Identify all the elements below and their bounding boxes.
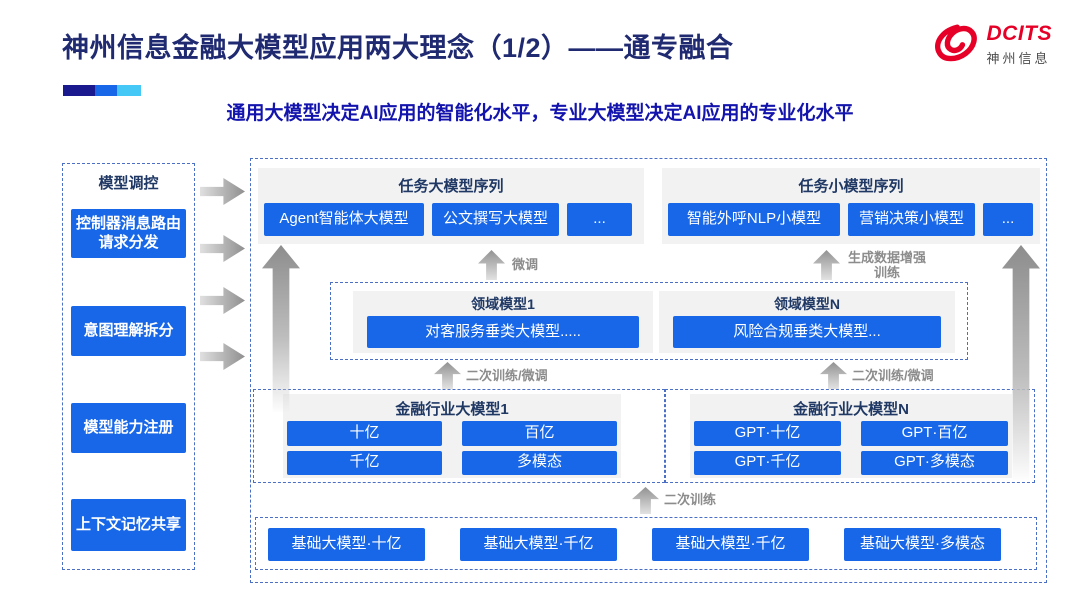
model-chip-1b: 十亿 — [287, 421, 442, 446]
right-arrow-icon — [200, 343, 245, 370]
model-chip-marketing: 营销决策小模型 — [848, 203, 975, 236]
model-chip-agent: Agent智能体大模型 — [264, 203, 424, 236]
sidebar-item-intent: 意图理解拆分 — [71, 306, 186, 356]
label-retrain-right: 二次训练/微调 — [852, 368, 934, 383]
model-chip-risk-compliance: 风险合规垂类大模型... — [673, 316, 941, 348]
task-small-model-group: 任务小模型序列 智能外呼NLP小模型 营销决策小模型 ... — [662, 168, 1040, 244]
task-large-chip-row: Agent智能体大模型 公文撰写大模型 ... — [264, 203, 632, 236]
industry-model-n-panel: 金融行业大模型N GPT·十亿 GPT·百亿 GPT·千亿 GPT·多模态 — [690, 394, 1012, 478]
task-large-model-group: 任务大模型序列 Agent智能体大模型 公文撰写大模型 ... — [258, 168, 644, 244]
accent-segment — [117, 85, 141, 96]
sidebar-item-context: 上下文记忆共享 — [71, 499, 186, 551]
label-gen-augment: 生成数据增强训练 — [847, 250, 926, 280]
right-arrow-icon — [200, 178, 245, 205]
industry-model-n-title: 金融行业大模型N — [793, 401, 909, 418]
slide-subtitle: 通用大模型决定AI应用的智能化水平，专业大模型决定AI应用的专业化水平 — [226, 103, 854, 124]
domain-model-1-panel: 领域模型1 对客服务垂类大模型..... — [353, 291, 653, 353]
model-chip-gpt-10b: GPT·百亿 — [861, 421, 1008, 446]
dcits-logo: DCITS 神州信息 — [931, 22, 1053, 67]
industry-model-1-grid: 十亿 百亿 千亿 多模态 — [285, 421, 619, 475]
model-chip-ellipsis: ... — [567, 203, 632, 236]
model-chip-base-100b: 基础大模型·千亿 — [460, 528, 617, 561]
domain-model-box: 领域模型1 对客服务垂类大模型..... 领域模型N 风险合规垂类大模型... — [330, 282, 968, 360]
base-model-box: 基础大模型·十亿 基础大模型·千亿 基础大模型·千亿 基础大模型·多模态 — [255, 517, 1037, 570]
accent-segment — [95, 85, 117, 96]
task-small-group-title: 任务小模型序列 — [798, 178, 904, 195]
dcits-swirl-icon — [934, 24, 977, 62]
model-chip-100b: 千亿 — [287, 450, 442, 475]
domain-model-n-title: 领域模型N — [773, 296, 841, 312]
logo-brand: DCITS — [986, 22, 1052, 45]
industry-model-1-box: 金融行业大模型1 十亿 百亿 千亿 多模态 — [253, 389, 665, 483]
industry-model-1-panel: 金融行业大模型1 十亿 百亿 千亿 多模态 — [283, 394, 621, 478]
model-chip-doc-writing: 公文撰写大模型 — [432, 203, 559, 236]
sidebar-item-router: 控制器消息路由请求分发 — [71, 209, 186, 258]
sidebar-title: 模型调控 — [98, 175, 159, 192]
model-chip-gpt-multimodal: GPT·多模态 — [861, 450, 1008, 475]
model-chip-base-1b: 基础大模型·十亿 — [268, 528, 425, 561]
accent-segment — [63, 85, 95, 96]
industry-model-n-box: 金融行业大模型N GPT·十亿 GPT·百亿 GPT·千亿 GPT·多模态 — [665, 389, 1035, 483]
task-small-chip-row: 智能外呼NLP小模型 营销决策小模型 ... — [668, 203, 1033, 236]
domain-model-n-panel: 领域模型N 风险合规垂类大模型... — [659, 291, 955, 353]
model-chip-gpt-100b: GPT·千亿 — [694, 450, 841, 475]
right-arrow-icon — [200, 235, 245, 262]
label-fine-tune: 微调 — [512, 257, 539, 272]
model-architecture-container — [250, 158, 1047, 583]
title-accent-bar — [63, 85, 141, 96]
industry-model-1-title: 金融行业大模型1 — [395, 401, 509, 418]
page-title: 神州信息金融大模型应用两大理念（1/2）——通专融合 — [62, 33, 734, 63]
right-arrow-icon — [200, 287, 245, 314]
sidebar-item-registry: 模型能力注册 — [71, 403, 186, 453]
model-chip-nlp-callout: 智能外呼NLP小模型 — [668, 203, 840, 236]
model-chip-gpt-1b: GPT·十亿 — [694, 421, 841, 446]
sidebar-model-control: 模型调控 控制器消息路由请求分发 意图理解拆分 模型能力注册 上下文记忆共享 — [62, 163, 195, 570]
model-chip-ellipsis: ... — [983, 203, 1033, 236]
label-retrain-bottom: 二次训练 — [664, 492, 717, 507]
task-large-group-title: 任务大模型序列 — [398, 178, 504, 195]
label-retrain-left: 二次训练/微调 — [466, 368, 548, 383]
model-chip-base-100b-2: 基础大模型·千亿 — [652, 528, 809, 561]
model-chip-base-multimodal: 基础大模型·多模态 — [844, 528, 1001, 561]
domain-model-1-title: 领域模型1 — [471, 296, 535, 312]
model-chip-multimodal: 多模态 — [462, 450, 617, 475]
model-chip-10b: 百亿 — [462, 421, 617, 446]
base-model-chip-row: 基础大模型·十亿 基础大模型·千亿 基础大模型·千亿 基础大模型·多模态 — [268, 528, 1001, 561]
industry-model-n-grid: GPT·十亿 GPT·百亿 GPT·千亿 GPT·多模态 — [692, 421, 1010, 475]
model-chip-customer-service: 对客服务垂类大模型..... — [367, 316, 639, 348]
logo-brand-cn: 神州信息 — [986, 51, 1051, 66]
